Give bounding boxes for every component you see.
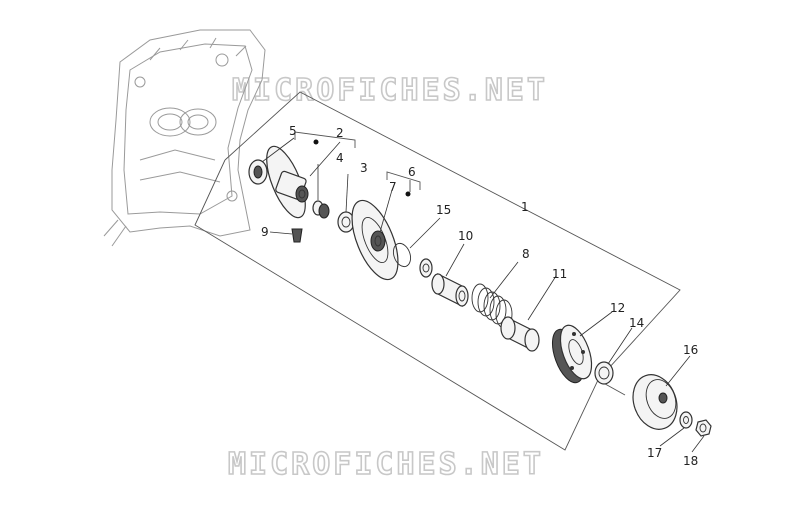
nut-part-18 (695, 419, 712, 437)
movable-pulley-part-7 (351, 199, 399, 281)
callout-8: 8 (522, 247, 530, 261)
assembly-frame (194, 91, 681, 451)
callout-2: 2 (336, 126, 344, 140)
callout-18: 18 (683, 454, 698, 468)
callout-12: 12 (610, 301, 625, 315)
callout-6: 6 (408, 165, 416, 179)
callout-9: 9 (261, 225, 269, 239)
callout-5: 5 (289, 124, 297, 138)
clutch-bell-part-16 (632, 374, 678, 430)
callout-16: 16 (683, 343, 698, 357)
o-ring-part-15 (392, 242, 412, 268)
callout-7: 7 (389, 180, 397, 194)
bracket-dot-2 (313, 139, 319, 145)
engine-casing-ghost (103, 29, 266, 247)
callout-4: 4 (336, 151, 344, 165)
bushing-part-4 (312, 200, 330, 219)
bracket-dot-6 (405, 191, 411, 197)
subassembly-brackets (294, 131, 421, 197)
bearing-part-5 (248, 159, 268, 185)
callout-1: 1 (521, 200, 529, 214)
pin-part-9 (291, 228, 303, 243)
callout-15: 15 (436, 203, 451, 217)
washer-part-17 (679, 411, 693, 429)
circlip-part-14 (594, 361, 614, 385)
callout-17: 17 (647, 446, 662, 460)
callout-10: 10 (458, 229, 473, 243)
callout-labels: 1 2 3 4 5 6 7 8 9 10 11 12 14 15 16 17 1… (261, 124, 698, 468)
callout-3: 3 (360, 161, 368, 175)
clutch-part-12 (551, 324, 593, 384)
watermark-bottom: MICROFICHES.NET (228, 447, 544, 482)
spacer-near-part-15 (419, 258, 433, 278)
callout-14: 14 (629, 316, 644, 330)
leader-lines (261, 137, 705, 453)
sleeve-part-10 (431, 273, 469, 307)
cup-part-11 (500, 316, 540, 352)
watermark-top: MICROFICHES.NET (232, 73, 548, 108)
callout-11: 11 (552, 267, 567, 281)
fixed-pulley-part-2 (266, 145, 309, 219)
spring-part-8 (471, 283, 513, 329)
